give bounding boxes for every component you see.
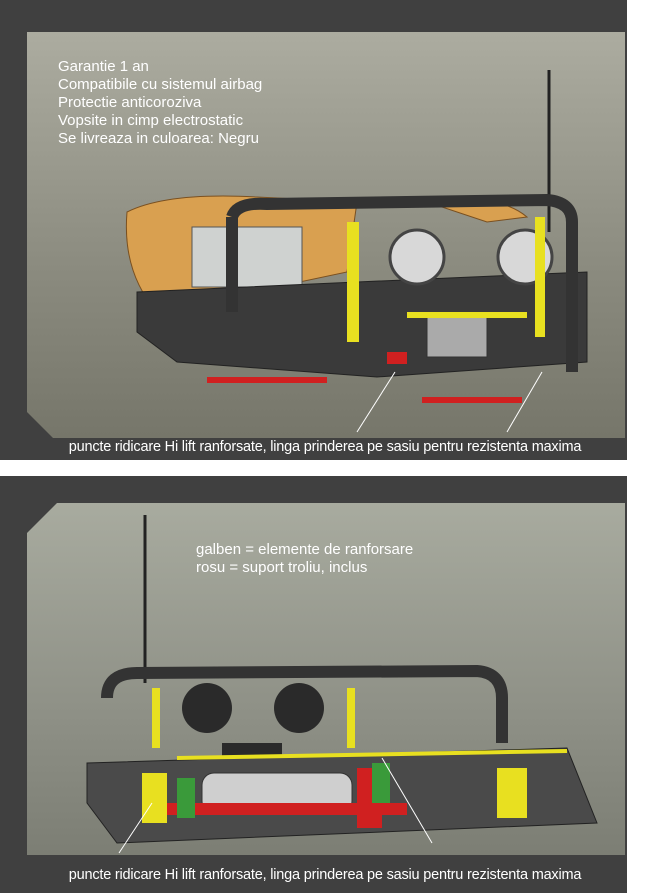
feature-item: Garantie 1 an <box>58 58 149 75</box>
bumper-rear-illustration <box>86 515 598 854</box>
bumper-illustration <box>27 32 625 438</box>
bottom-product-panel: galben = elemente de ranforsare rosu = s… <box>0 476 627 893</box>
color-legend: galben = elemente de ranforsare rosu = s… <box>196 541 413 577</box>
top-product-panel: Garantie 1 an Compatibile cu sistemul ai… <box>0 0 627 460</box>
bottom-caption: puncte ridicare Hi lift ranforsate, ling… <box>68 867 582 883</box>
bumper-render-rear: galben = elemente de ranforsare rosu = s… <box>27 503 625 855</box>
feature-item: Compatibile cu sistemul airbag <box>58 76 263 93</box>
feature-list: Garantie 1 an Compatibile cu sistemul ai… <box>58 58 262 148</box>
bumper-render-front: Garantie 1 an Compatibile cu sistemul ai… <box>27 32 625 438</box>
feature-item: Protectie anticoroziva <box>58 94 202 111</box>
feature-item: Se livreaza in culoarea: Negru <box>58 130 259 147</box>
top-caption: puncte ridicare Hi lift ranforsate, ling… <box>68 439 582 455</box>
legend-red: rosu = suport troliu, inclus <box>196 559 368 576</box>
feature-item: Vopsite in cimp electrostatic <box>58 112 244 129</box>
legend-yellow: galben = elemente de ranforsare <box>196 541 414 558</box>
